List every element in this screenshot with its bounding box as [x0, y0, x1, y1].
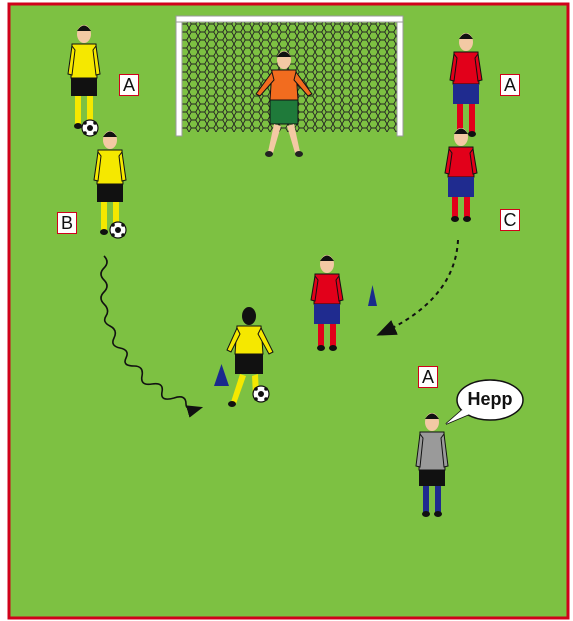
- label-yellow-b: B: [57, 212, 77, 234]
- label-coach-a: A: [418, 366, 438, 388]
- soccer-ball-icon: [253, 386, 269, 402]
- label-red-c: C: [500, 209, 520, 231]
- soccer-ball-icon: [82, 120, 98, 136]
- soccer-ball-icon: [110, 222, 126, 238]
- speech-text: Hepp: [459, 389, 521, 410]
- label-yellow-a: A: [119, 74, 139, 96]
- label-red-a: A: [500, 74, 520, 96]
